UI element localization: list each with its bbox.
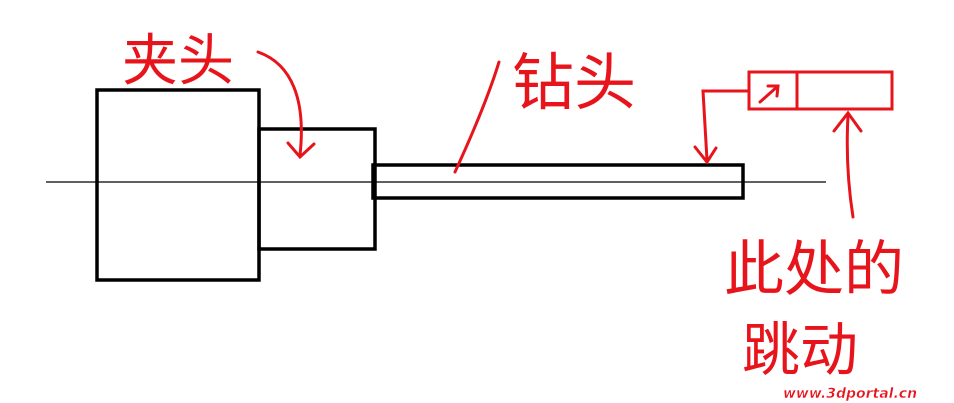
chuck-arrow [256,50,316,160]
chuck-collet [257,127,377,251]
drill-bit-shank [371,163,745,200]
indicator-arrow [693,89,750,165]
runout-label-line2: 跳动 [742,316,858,384]
chuck-label: 夹头 [122,29,234,94]
drill-bit-leader [453,60,501,174]
chuck-body [95,88,261,282]
dial-indicator [747,70,894,111]
watermark: 三维网 www.3dportal.cn [736,384,918,403]
runout-label-line1: 此处的 [724,235,904,305]
runout-arrow [832,110,863,219]
watermark-brand: 三维网 [736,384,784,402]
watermark-url: www.3dportal.cn [783,386,917,402]
drill-bit-label: 钻头 [512,46,636,119]
